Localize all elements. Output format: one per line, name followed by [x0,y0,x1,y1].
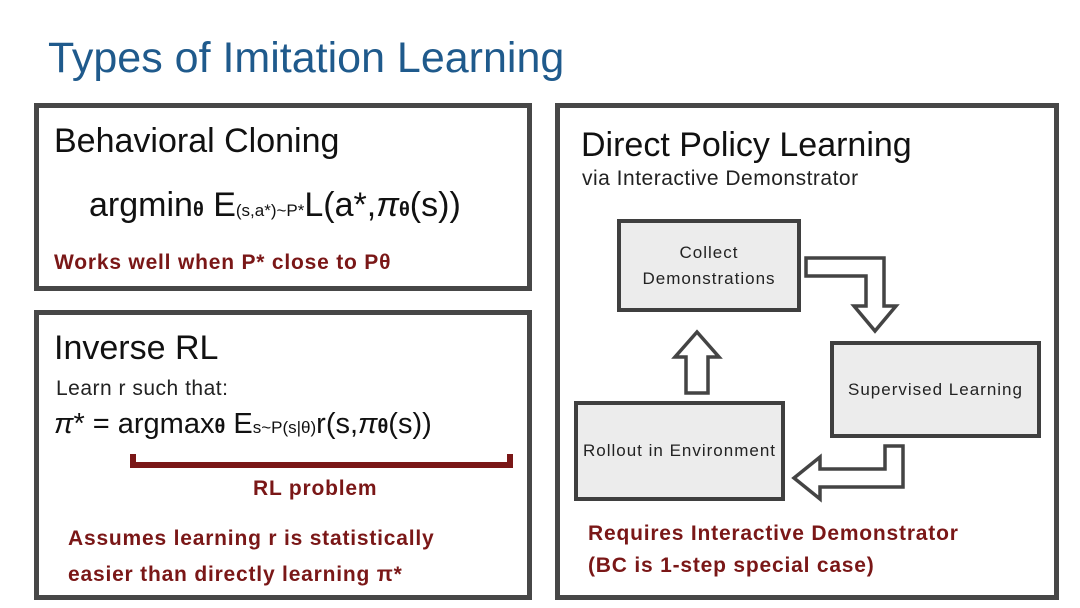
direct-policy-subheading: via Interactive Demonstrator [582,167,859,190]
rl-problem-label: RL problem [253,477,378,500]
inverse-rl-description: Learn r such that: [56,377,229,400]
direct-policy-note-line1: Requires Interactive Demonstrator [588,522,959,545]
arrow-collect-to-supervised-icon [804,256,900,334]
behavioral-cloning-equation: argminθ E(s,a*)~P*L(a*,πθ(s)) [89,186,461,224]
arrow-supervised-to-rollout-icon [791,444,905,503]
behavioral-cloning-panel: Behavioral Cloning argminθ E(s,a*)~P*L(a… [34,103,532,291]
page-title: Types of Imitation Learning [48,34,565,82]
arrow-rollout-to-collect-icon [671,329,723,395]
rollout-environment-node: Rollout in Environment [574,401,785,501]
inverse-rl-note-line2: easier than directly learning π* [68,563,403,586]
inverse-rl-equation: π* = argmaxθ Es~P(s|θ)r(s,πθ(s)) [54,408,432,440]
inverse-rl-note-line1: Assumes learning r is statistically [68,527,435,550]
direct-policy-note-line2: (BC is 1-step special case) [588,554,875,577]
supervised-learning-node: Supervised Learning [830,341,1041,438]
behavioral-cloning-note: Works well when P* close to Pθ [54,251,392,274]
inverse-rl-panel: Inverse RL Learn r such that: π* = argma… [34,310,532,600]
direct-policy-heading: Direct Policy Learning [581,126,912,164]
inverse-rl-heading: Inverse RL [54,329,219,367]
rl-problem-brace [130,454,513,468]
collect-demonstrations-node: Collect Demonstrations [617,219,801,312]
behavioral-cloning-heading: Behavioral Cloning [54,122,340,160]
